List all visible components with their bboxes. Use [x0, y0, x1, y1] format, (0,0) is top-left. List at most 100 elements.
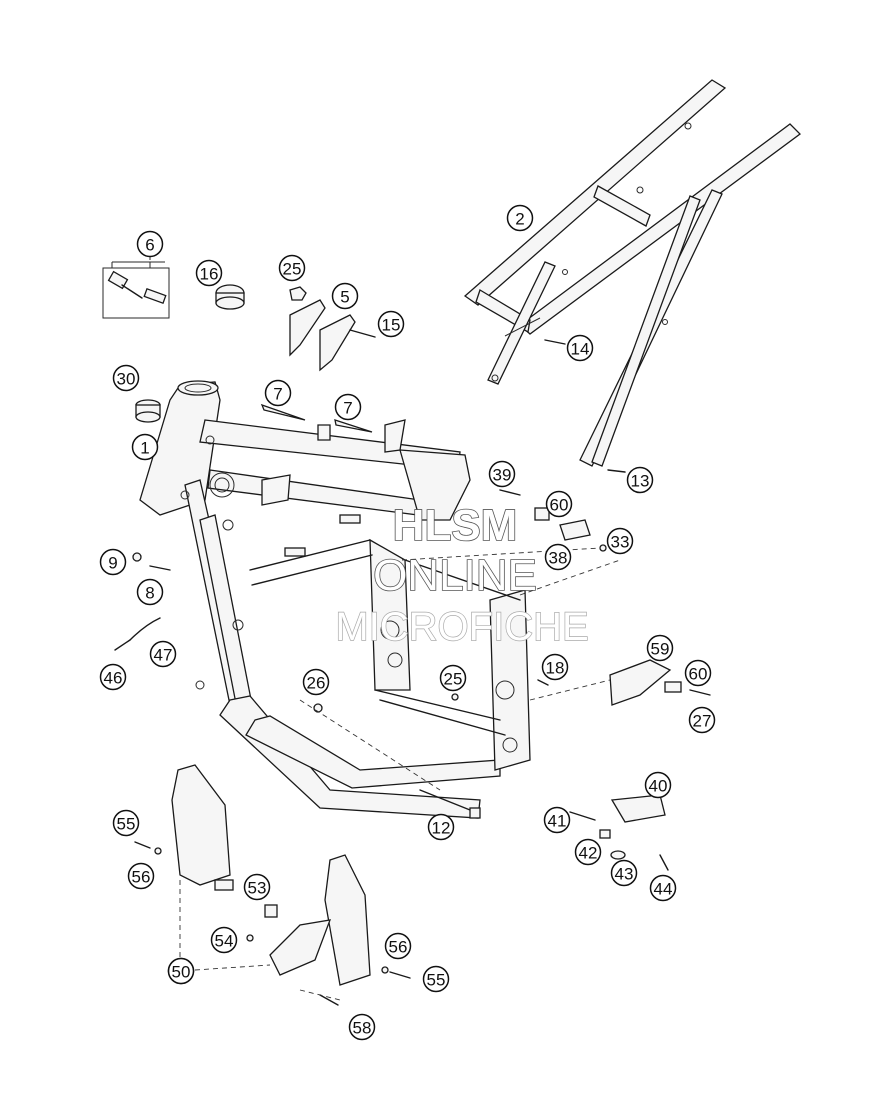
callout-circle — [99, 548, 127, 576]
callout-circle — [136, 230, 164, 258]
callout-33: 33 — [606, 527, 634, 555]
callout-43: 43 — [610, 859, 638, 887]
callout-circle — [543, 806, 571, 834]
callout-circle — [112, 364, 140, 392]
callout-label: 42 — [579, 844, 598, 863]
callout-circle — [264, 379, 292, 407]
callout-label: 13 — [631, 472, 650, 491]
callout-label: 1 — [140, 439, 149, 458]
callout-58: 58 — [348, 1013, 376, 1041]
callout-circle — [684, 659, 712, 687]
callout-label: 38 — [549, 549, 568, 568]
callout-circle — [439, 664, 467, 692]
callout-38: 38 — [544, 543, 572, 571]
callout-circle — [210, 926, 238, 954]
callout-circle — [278, 254, 306, 282]
callout-label: 5 — [340, 288, 349, 307]
callout-label: 2 — [515, 210, 524, 229]
callout-14: 14 — [566, 334, 594, 362]
callout-47: 47 — [149, 640, 177, 668]
callout-60: 60 — [545, 490, 573, 518]
callout-circle — [688, 706, 716, 734]
watermark-line-2: ONLINE — [373, 551, 537, 600]
rear-subframe — [463, 79, 801, 467]
callout-circle — [99, 663, 127, 691]
callout-circle — [488, 460, 516, 488]
callout-label: 58 — [353, 1019, 372, 1038]
callout-56: 56 — [127, 862, 155, 890]
callout-label: 25 — [283, 260, 302, 279]
callout-50: 50 — [167, 957, 195, 985]
callout-46: 46 — [99, 663, 127, 691]
callout-55: 55 — [422, 965, 450, 993]
callout-group: 1256778912131415161825252627303338394041… — [99, 204, 716, 1041]
callout-label: 44 — [654, 880, 673, 899]
callout-label: 53 — [248, 879, 267, 898]
callout-label: 56 — [132, 868, 151, 887]
main-frame — [139, 380, 531, 819]
callout-circle — [606, 527, 634, 555]
callout-circle — [384, 932, 412, 960]
watermark-line-3: MICROFICHE — [335, 605, 588, 649]
callout-label: 33 — [611, 533, 630, 552]
callout-label: 14 — [571, 340, 590, 359]
callout-circle — [112, 809, 140, 837]
callout-circle — [131, 433, 159, 461]
callout-27: 27 — [688, 706, 716, 734]
callout-30: 30 — [112, 364, 140, 392]
callout-circle — [422, 965, 450, 993]
callout-label: 43 — [615, 865, 634, 884]
callout-1: 1 — [131, 433, 159, 461]
callout-5: 5 — [331, 282, 359, 310]
callout-label: 15 — [382, 316, 401, 335]
callout-circle — [506, 204, 534, 232]
callout-circle — [302, 668, 330, 696]
callout-label: 7 — [343, 399, 352, 418]
callout-25: 25 — [439, 664, 467, 692]
small-parts — [102, 261, 711, 1006]
callout-label: 60 — [550, 496, 569, 515]
callout-59: 59 — [646, 634, 674, 662]
callout-label: 47 — [154, 646, 173, 665]
callout-circle — [149, 640, 177, 668]
callout-circle — [377, 310, 405, 338]
callout-label: 50 — [172, 963, 191, 982]
callout-12: 12 — [427, 813, 455, 841]
callout-label: 54 — [215, 932, 234, 951]
callout-label: 30 — [117, 370, 136, 389]
callout-42: 42 — [574, 838, 602, 866]
callout-circle — [195, 259, 223, 287]
callout-circle — [334, 393, 362, 421]
callout-label: 18 — [546, 659, 565, 678]
callout-label: 56 — [389, 938, 408, 957]
callout-8: 8 — [136, 578, 164, 606]
callout-label: 6 — [145, 236, 154, 255]
callout-circle — [626, 466, 654, 494]
watermark-line-1: HLSM — [393, 501, 518, 550]
callout-circle — [646, 634, 674, 662]
callout-circle — [566, 334, 594, 362]
callout-44: 44 — [649, 874, 677, 902]
callout-circle — [610, 859, 638, 887]
callout-40: 40 — [644, 771, 672, 799]
callout-41: 41 — [543, 806, 571, 834]
callout-label: 27 — [693, 712, 712, 731]
callout-55: 55 — [112, 809, 140, 837]
callout-circle — [541, 653, 569, 681]
callout-26: 26 — [302, 668, 330, 696]
callout-2: 2 — [506, 204, 534, 232]
callout-circle — [136, 578, 164, 606]
callout-circle — [348, 1013, 376, 1041]
callout-label: 46 — [104, 669, 123, 688]
callout-label: 41 — [548, 812, 567, 831]
callout-circle — [427, 813, 455, 841]
callout-13: 13 — [626, 466, 654, 494]
callout-circle — [331, 282, 359, 310]
callout-label: 60 — [689, 665, 708, 684]
callout-7: 7 — [264, 379, 292, 407]
callout-53: 53 — [243, 873, 271, 901]
callout-circle — [574, 838, 602, 866]
callout-7: 7 — [334, 393, 362, 421]
callout-label: 8 — [145, 584, 154, 603]
